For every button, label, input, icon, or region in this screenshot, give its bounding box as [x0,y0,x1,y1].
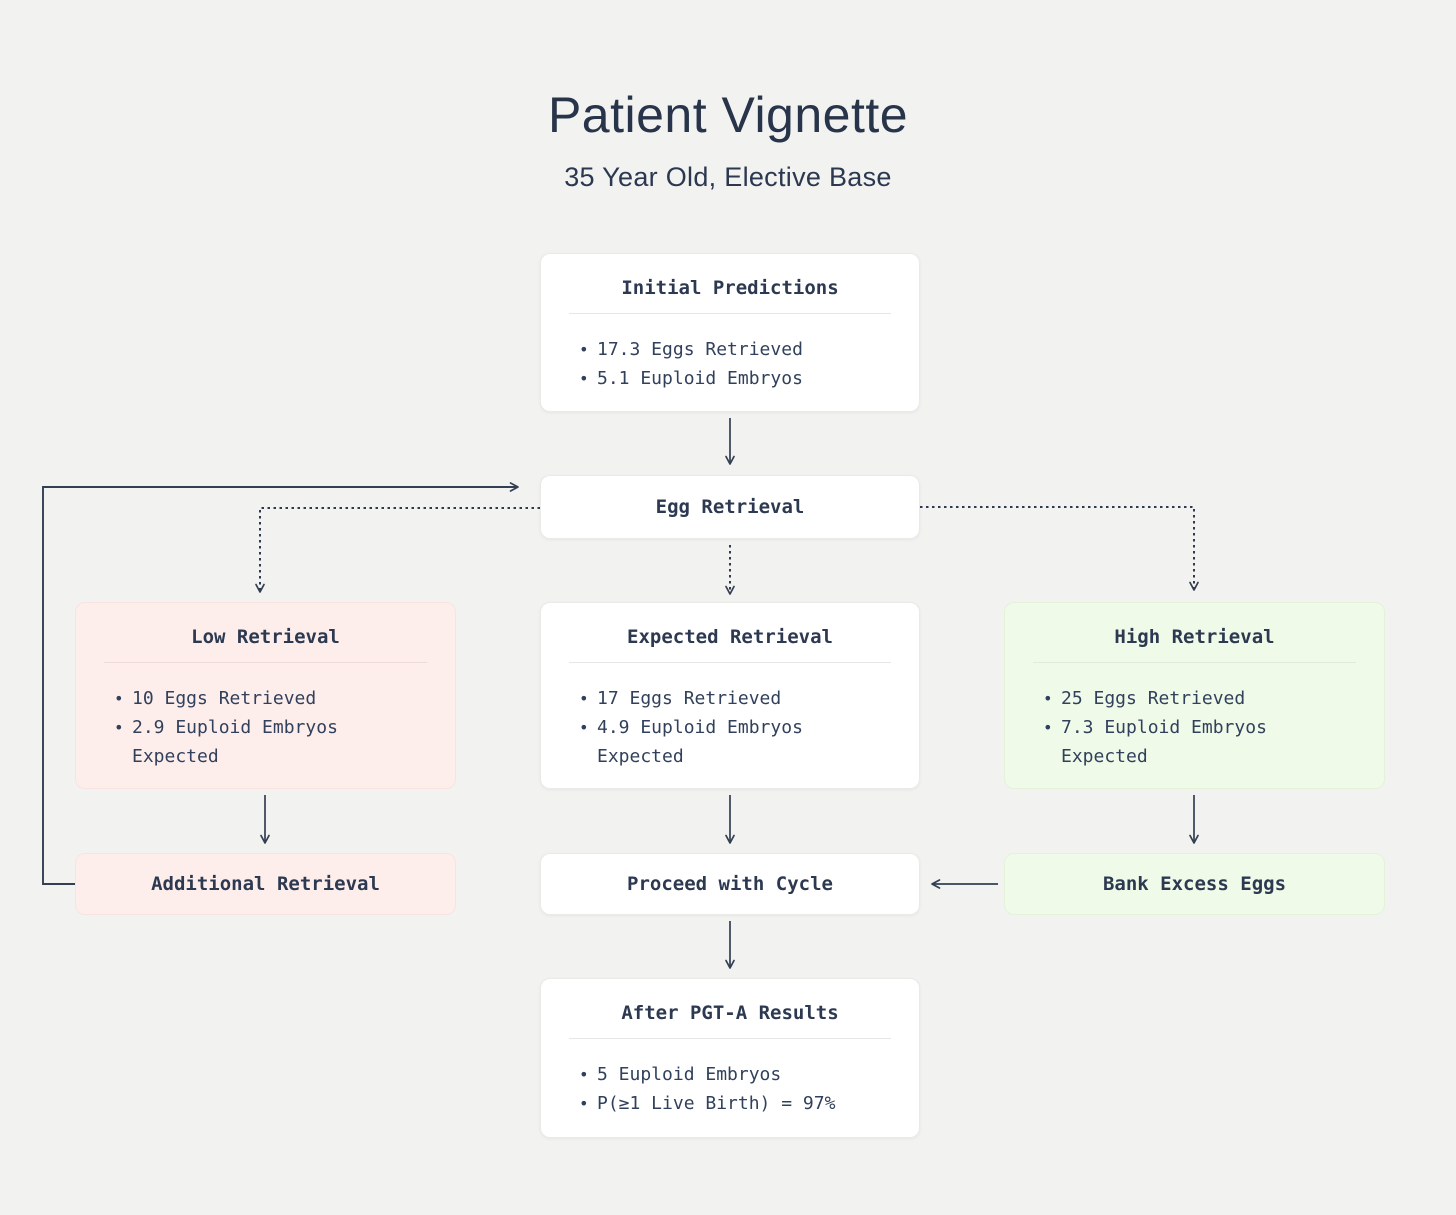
node-title: Egg Retrieval [655,496,805,518]
divider [569,1038,891,1039]
node-expected-retrieval: Expected Retrieval 17 Eggs Retrieved4.9 … [540,602,920,789]
bullet-item: 25 Eggs Retrieved [1039,684,1364,713]
bullet-item: 17 Eggs Retrieved [575,684,899,713]
bullet-item: 17.3 Eggs Retrieved [575,335,899,364]
bullet-item: 2.9 Euploid Embryos Expected [110,713,435,771]
dotted-arrow-egg-to-low [255,507,540,593]
node-after-pgta-results: After PGT-A Results 5 Euploid EmbryosP(≥… [540,978,920,1138]
page-title: Patient Vignette [547,87,909,143]
node-title: Bank Excess Eggs [1102,873,1287,895]
bullet-item: 5.1 Euploid Embryos [575,364,899,393]
node-high-retrieval: High Retrieval 25 Eggs Retrieved7.3 Eupl… [1004,602,1385,789]
bullet-list: 17 Eggs Retrieved4.9 Euploid Embryos Exp… [541,684,919,771]
node-title: High Retrieval [1114,626,1275,648]
node-title: Initial Predictions [621,277,839,299]
node-egg-retrieval: Egg Retrieval [540,475,920,539]
bullet-item: P(≥1 Live Birth) = 97% [575,1089,899,1118]
bullet-list: 17.3 Eggs Retrieved5.1 Euploid Embryos [541,335,919,393]
node-title: After PGT-A Results [621,1002,839,1024]
node-proceed-with-cycle: Proceed with Cycle [540,853,920,915]
bullet-item: 4.9 Euploid Embryos Expected [575,713,899,771]
divider [104,662,427,663]
divider [569,313,891,314]
dotted-arrow-egg-to-high [920,506,1199,591]
node-title: Additional Retrieval [151,873,380,895]
bullet-item: 10 Eggs Retrieved [110,684,435,713]
node-title: Proceed with Cycle [627,873,833,895]
bullet-item: 7.3 Euploid Embryos Expected [1039,713,1364,771]
bullet-list: 10 Eggs Retrieved2.9 Euploid Embryos Exp… [76,684,455,771]
node-title: Low Retrieval [191,626,340,648]
bullet-list: 5 Euploid EmbryosP(≥1 Live Birth) = 97% [541,1060,919,1118]
bullet-list: 25 Eggs Retrieved7.3 Euploid Embryos Exp… [1005,684,1384,771]
node-low-retrieval: Low Retrieval 10 Eggs Retrieved2.9 Euplo… [75,602,456,789]
node-title: Expected Retrieval [627,626,833,648]
bullet-item: 5 Euploid Embryos [575,1060,899,1089]
node-bank-excess-eggs: Bank Excess Eggs [1004,853,1385,915]
divider [569,662,891,663]
divider [1033,662,1356,663]
node-initial-predictions: Initial Predictions 17.3 Eggs Retrieved5… [540,253,920,412]
page-subtitle: 35 Year Old, Elective Base [564,162,892,192]
node-additional-retrieval: Additional Retrieval [75,853,456,915]
